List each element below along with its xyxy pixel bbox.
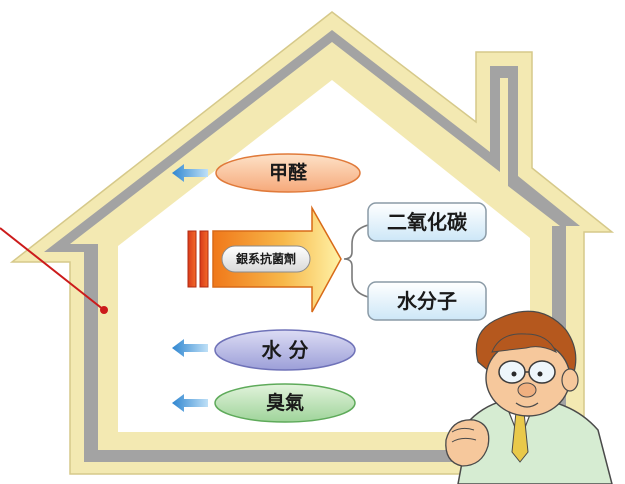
product-label-water: 水分子	[397, 289, 457, 313]
arrow-label: 銀系抗菌劑	[235, 251, 296, 266]
emission-formaldehyde: 甲醛	[172, 153, 361, 193]
blue-arrow-icon	[172, 339, 208, 357]
blue-arrow-icon	[172, 394, 208, 412]
emission-odor: 臭氣	[172, 383, 356, 423]
cartoon-man-illustration	[445, 310, 613, 484]
emission-label-odor: 臭氣	[266, 391, 304, 414]
arrow-stripe	[187, 230, 197, 288]
product-co2: 二氧化碳	[367, 202, 487, 242]
product-label-co2: 二氧化碳	[387, 210, 468, 234]
blue-arrow-icon	[172, 164, 208, 182]
pointer-line	[0, 227, 108, 314]
main-reaction-arrow: 銀系抗菌劑	[187, 205, 342, 313]
emission-moisture: 水 分	[172, 329, 356, 371]
product-water: 水分子	[367, 281, 487, 321]
arrow-stripe	[199, 230, 209, 288]
emission-label-moisture: 水 分	[262, 338, 309, 362]
emission-label-formaldehyde: 甲醛	[269, 161, 308, 184]
product-bracket	[343, 222, 387, 300]
